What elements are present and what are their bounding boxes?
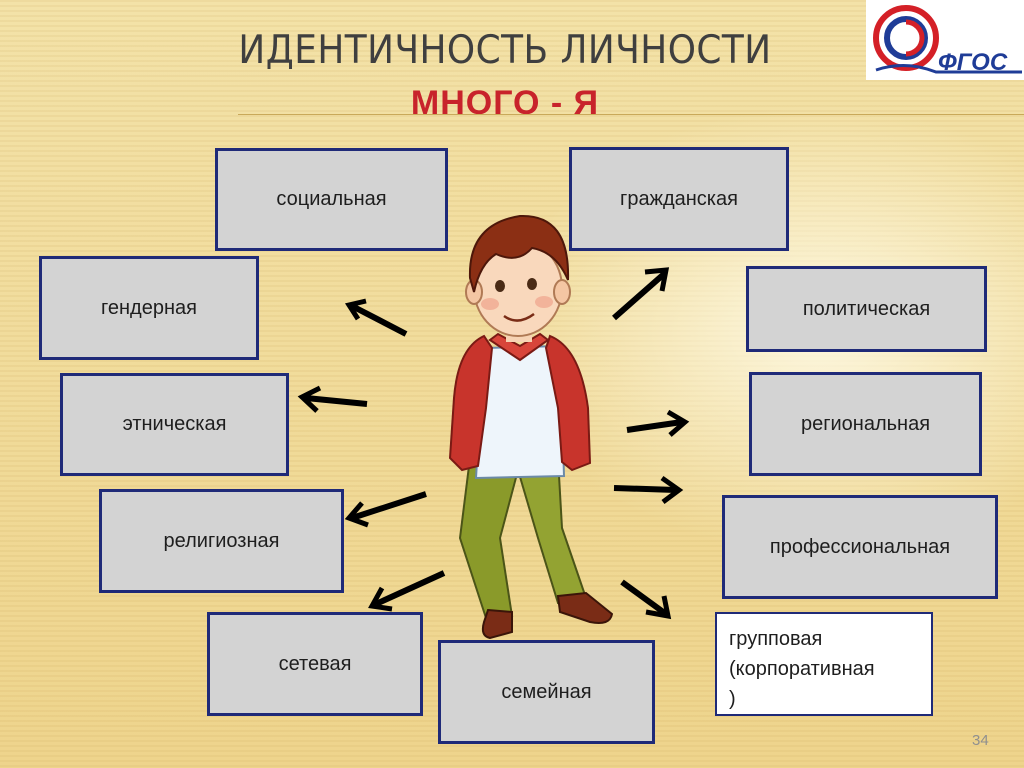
fgos-logo-icon: ФГОС (866, 0, 1024, 80)
arrow-to-network (368, 570, 446, 612)
identity-gender: гендерная (39, 256, 259, 360)
page-subtitle: МНОГО - Я (410, 84, 600, 122)
identity-professional: профессиональная (722, 495, 998, 599)
page-title: ИДЕНТИЧНОСТЬ ЛИЧНОСТИ (238, 28, 772, 73)
fgos-logo: ФГОС (866, 0, 1024, 80)
boy-illustration (448, 214, 614, 640)
arrow-to-civil (612, 267, 670, 321)
identity-group-line1: групповая (729, 628, 823, 650)
identity-religious: религиозная (99, 489, 344, 593)
arrow-to-regional (626, 409, 690, 437)
title-divider (238, 114, 1024, 115)
arrow-to-ethnic (297, 385, 368, 413)
identity-ethnic: этническая (60, 373, 289, 476)
identity-group-label: групповая (корпоративная ) (729, 624, 875, 714)
arrow-to-gender (344, 298, 408, 337)
page-number: 34 (972, 732, 989, 749)
svg-text:ФГОС: ФГОС (938, 49, 1008, 76)
identity-political: политическая (746, 266, 987, 352)
identity-network: сетевая (207, 612, 423, 716)
arrow-to-group (620, 579, 672, 620)
identity-regional: региональная (749, 372, 982, 476)
identity-group: групповая (корпоративная ) (715, 612, 933, 716)
arrow-to-religious (344, 491, 427, 528)
identity-civil: гражданская (569, 147, 789, 251)
identity-social: социальная (215, 148, 448, 251)
identity-group-line2: (корпоративная (729, 658, 875, 680)
identity-group-line3: ) (729, 688, 736, 710)
identity-family: семейная (438, 640, 655, 744)
arrow-to-professional (613, 475, 684, 504)
